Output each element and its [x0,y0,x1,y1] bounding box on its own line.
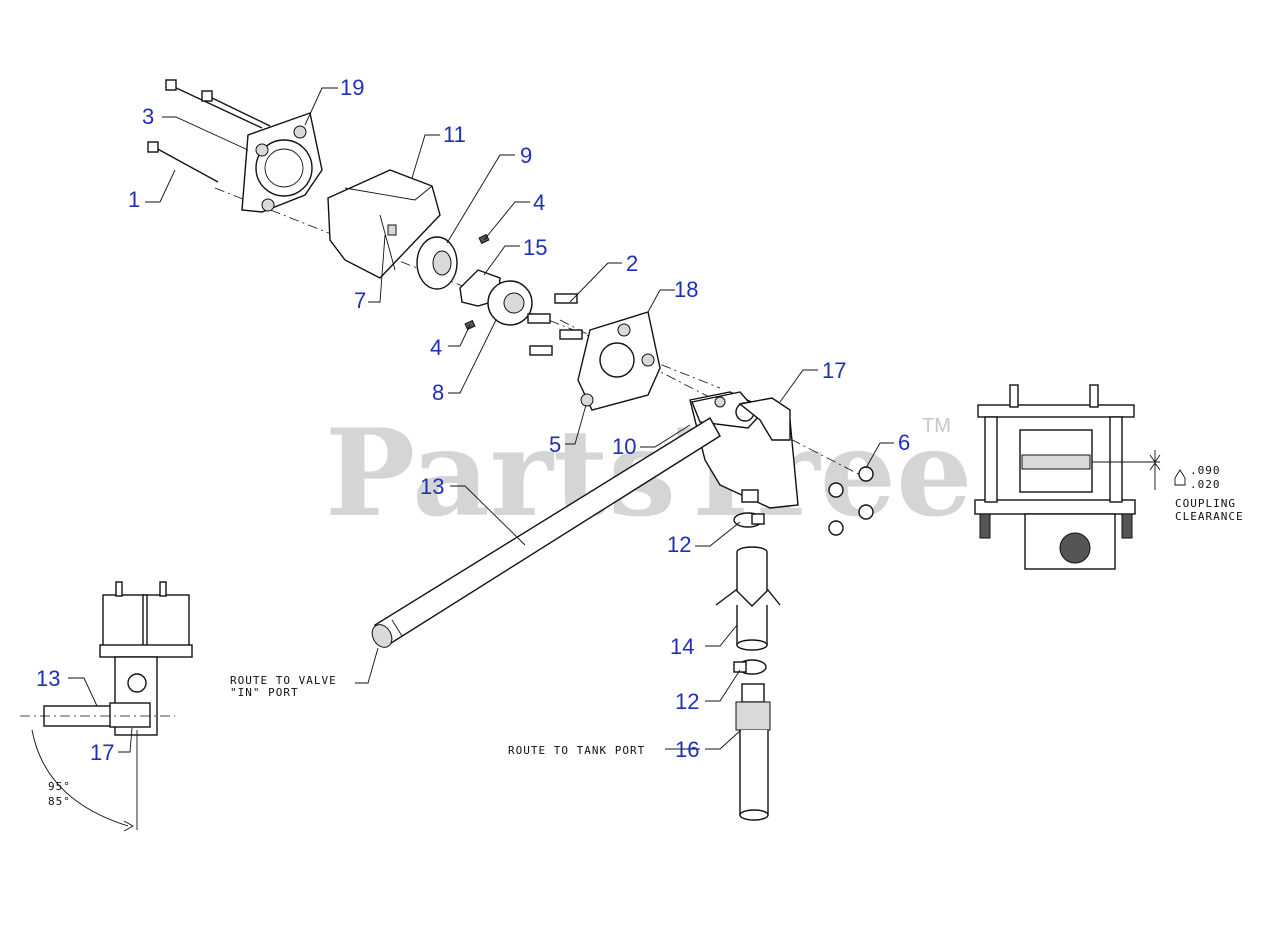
callout-2: 2 [626,251,638,276]
callout-4-upper: 4 [533,190,545,215]
part-fitting-16 [735,683,771,821]
callouts: 1 2 3 4 4 5 6 7 8 9 10 11 12 12 13 14 15… [36,75,910,765]
note-clearance-min: .020 [1190,478,1221,491]
callout-4-lower: 4 [430,335,442,360]
note-clearance-max: .090 [1190,464,1221,477]
callout-11: 11 [443,122,466,147]
leader-lines [68,87,894,753]
callout-19: 19 [340,75,364,100]
part-suction-hose-14 [715,546,781,651]
note-route-valve-2: "IN" PORT [230,686,299,699]
callout-16: 16 [675,737,699,762]
callout-12-lower: 12 [675,689,699,714]
part-hose-13 [371,417,721,648]
trademark-text: TM [922,415,951,437]
inset-side-view [20,581,193,832]
callout-6: 6 [898,430,910,455]
callout-5: 5 [549,432,561,457]
part-clamps-12 [733,512,767,675]
callout-3: 3 [142,104,154,129]
inset-coupling-view [974,384,1186,570]
part-bolts-short [527,293,583,356]
note-angle-min: 85° [48,795,71,808]
callout-10: 10 [612,434,636,459]
callout-7: 7 [354,288,366,313]
callout-13-side: 13 [36,666,60,691]
note-route-tank: ROUTE TO TANK PORT [508,744,645,757]
callout-9: 9 [520,143,532,168]
part-bolts-long [147,79,271,183]
note-coupling-2: CLEARANCE [1175,510,1244,523]
callout-18: 18 [674,277,698,302]
callout-17-side: 17 [90,740,114,765]
part-pump-body-10 [689,391,799,509]
part-mount-plate-19 [241,112,323,213]
part-coupling-9 [416,236,458,290]
notes: ROUTE TO VALVE "IN" PORT ROUTE TO TANK P… [48,464,1244,808]
note-route-valve-1: ROUTE TO VALVE [230,674,337,687]
part-coupling-8 [487,280,533,326]
callout-12-upper: 12 [667,532,691,557]
note-angle-max: 95° [48,780,71,793]
callout-8: 8 [432,380,444,405]
callout-13: 13 [420,474,444,499]
part-guard-11 [327,169,441,279]
callout-14: 14 [670,634,694,659]
part-nuts-6 [828,466,874,536]
callout-17: 17 [822,358,846,383]
note-coupling-1: COUPLING [1175,497,1236,510]
callout-1: 1 [128,187,140,212]
callout-15: 15 [523,235,547,260]
part-pump-plate-18 [577,311,661,411]
